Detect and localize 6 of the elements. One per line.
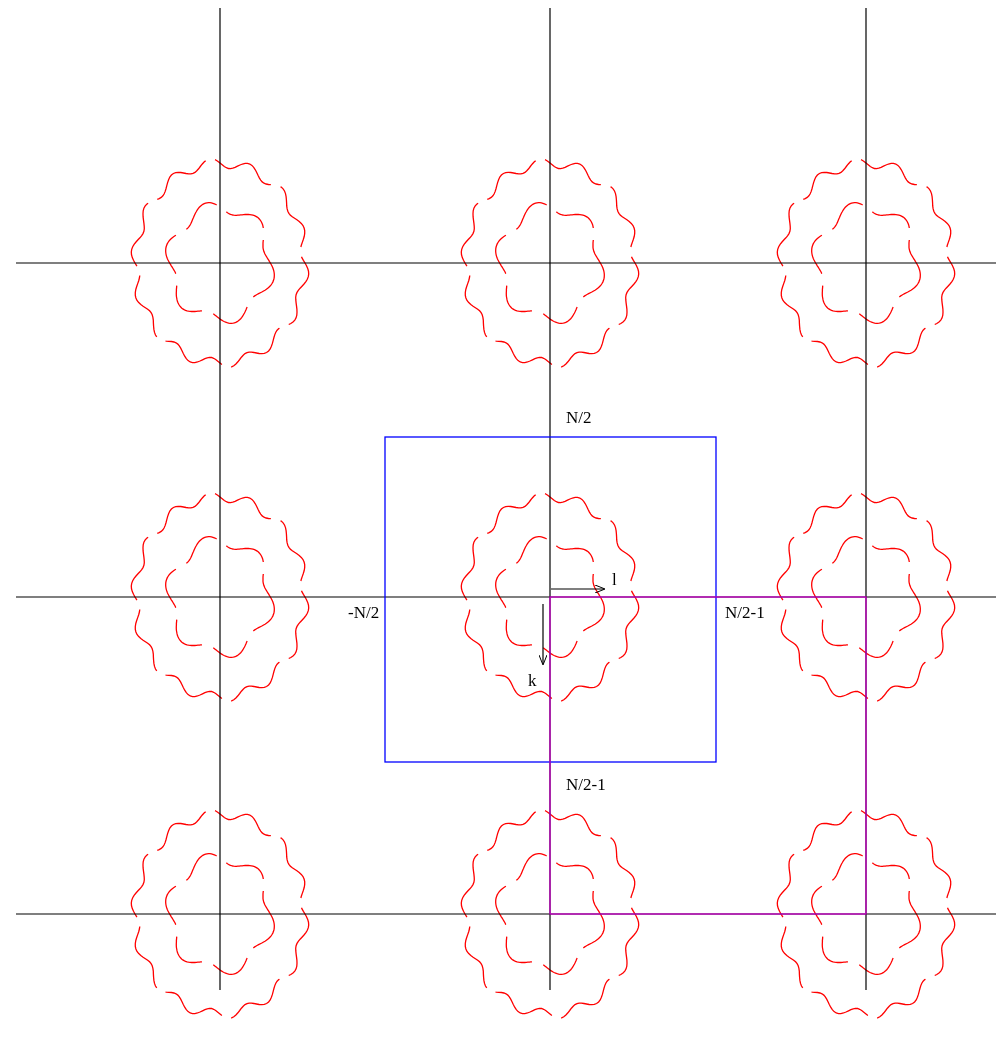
axis-label: l bbox=[612, 571, 617, 588]
axis-label: N/2 bbox=[566, 409, 592, 426]
axis-label: k bbox=[528, 672, 537, 689]
axis-label: N/2-1 bbox=[566, 776, 606, 793]
axis-label: -N/2 bbox=[348, 604, 380, 621]
axis-label: N/2-1 bbox=[725, 604, 765, 621]
